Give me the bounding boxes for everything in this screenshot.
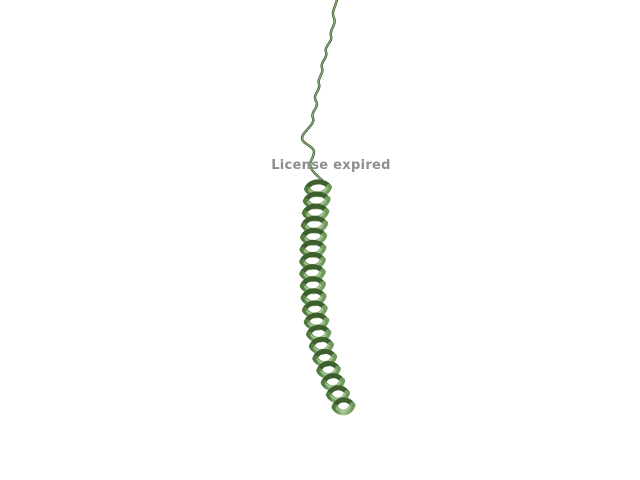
- helix-turn-back: [304, 179, 332, 191]
- coil: [301, 0, 338, 181]
- alpha-helix: [299, 179, 356, 416]
- helix-turn-highlight: [335, 405, 352, 412]
- coil-shadow: [300, 0, 339, 182]
- helix-turn-front: [331, 402, 356, 416]
- license-watermark: License expired: [271, 158, 391, 173]
